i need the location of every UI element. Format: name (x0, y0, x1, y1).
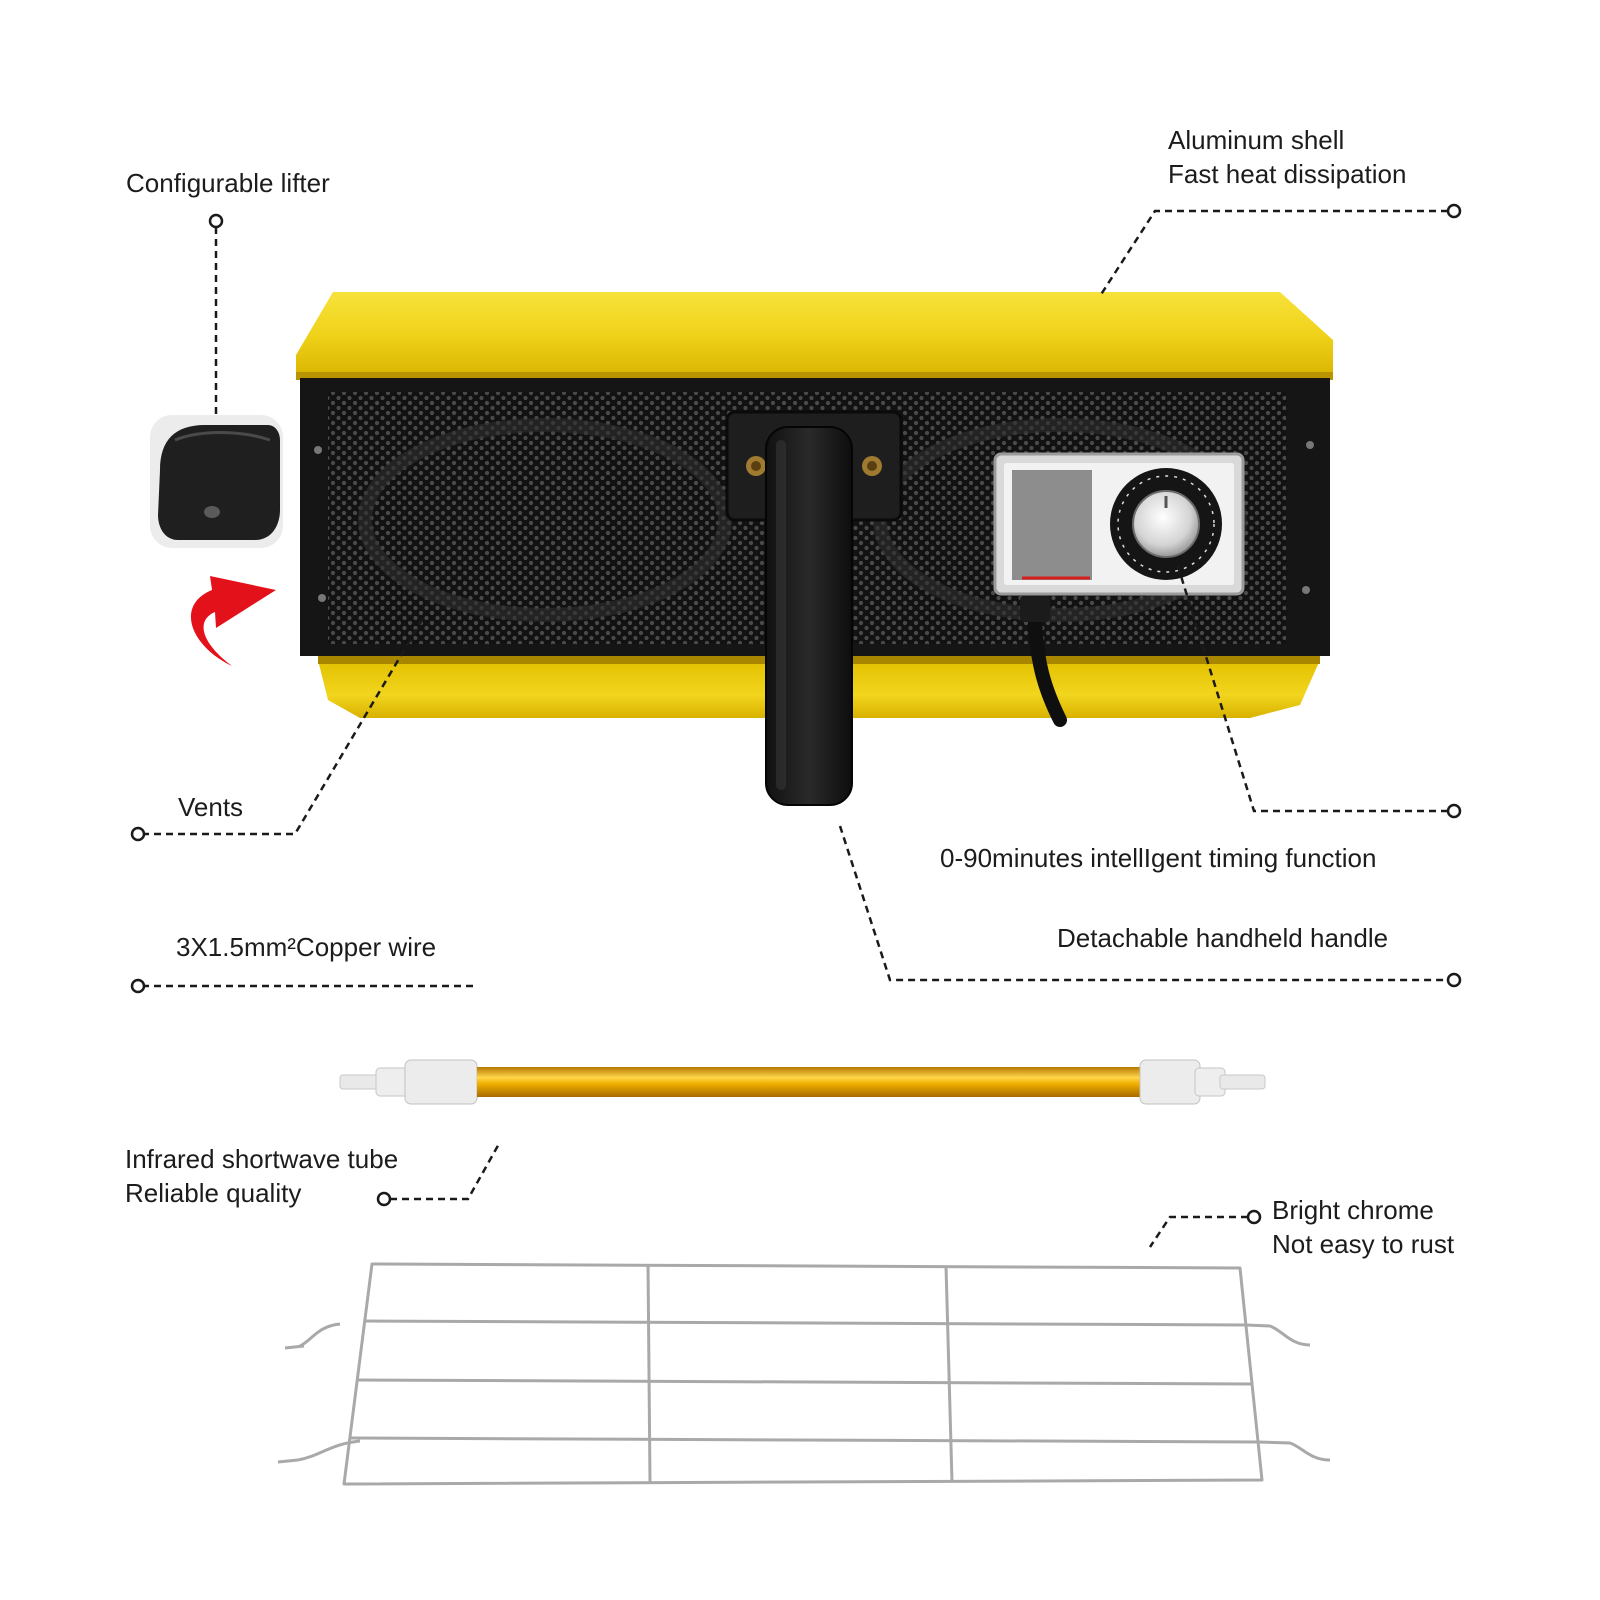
leader-vents (142, 614, 427, 836)
leader-tube (390, 1141, 502, 1201)
timer-control-panel (993, 452, 1245, 727)
timer-display (1012, 470, 1092, 580)
label-configurable-lifter: Configurable lifter (126, 168, 330, 198)
label-detachable-handle: Detachable handheld handle (1057, 923, 1389, 953)
label-infrared-tube-line2: Reliable quality (125, 1178, 302, 1208)
detachable-handle (725, 410, 903, 806)
leader-ring-icon (130, 203, 1462, 1225)
label-timing-function: 0-90minutes intellIgent timing function (940, 843, 1377, 873)
leader-chrome (1148, 1215, 1248, 1248)
aluminum-shell-top (296, 292, 1333, 378)
curved-arrow-icon (190, 576, 276, 666)
lifter-thumbnail (150, 415, 283, 548)
label-aluminum-shell-line1: Aluminum shell (1168, 125, 1345, 155)
power-cable (1028, 603, 1067, 727)
label-bright-chrome: Bright chrome Not easy to rust (1272, 1193, 1454, 1261)
label-vents: Vents (178, 792, 244, 822)
chrome-guard (277, 1262, 1331, 1486)
label-bright-chrome-line1: Bright chrome (1272, 1195, 1434, 1225)
label-aluminum-shell: Aluminum shell Fast heat dissipation (1168, 123, 1406, 191)
leader-shell (1098, 209, 1448, 297)
label-infrared-tube: Infrared shortwave tube Reliable quality (125, 1142, 398, 1210)
gold-tube-body (477, 1067, 1145, 1097)
leader-timer (1174, 559, 1448, 813)
label-aluminum-shell-line2: Fast heat dissipation (1168, 159, 1407, 189)
label-infrared-tube-line1: Infrared shortwave tube (125, 1144, 399, 1174)
leader-handle (838, 825, 1448, 982)
label-bright-chrome-line2: Not easy to rust (1272, 1229, 1455, 1259)
label-copper-wire: 3X1.5mm²Copper wire (176, 932, 437, 962)
infrared-tube (339, 1059, 1266, 1105)
leader-lines (142, 209, 1448, 1248)
handle-grip (765, 426, 853, 806)
timer-dial-icon (1110, 468, 1222, 580)
